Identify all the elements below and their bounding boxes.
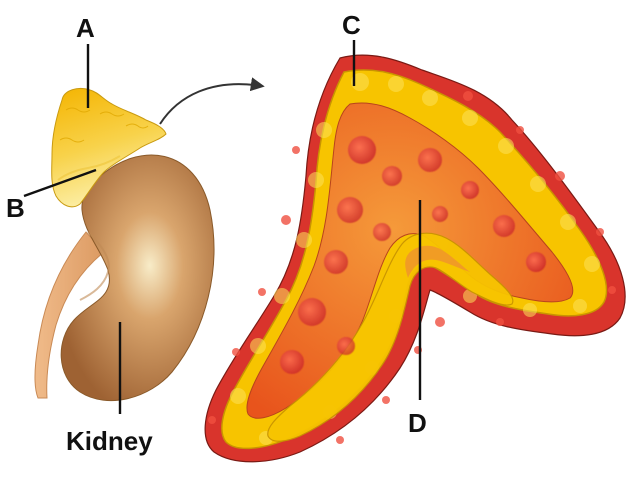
kidney-hilum	[79, 231, 110, 301]
label-c: C	[342, 10, 361, 40]
leader-lines	[23, 40, 422, 414]
adrenal-gland-section	[204, 54, 626, 463]
label-a: A	[76, 13, 95, 43]
label-kidney: Kidney	[66, 426, 153, 456]
leader-line-b	[23, 168, 97, 198]
gland-medulla	[246, 102, 574, 419]
medulla-cells	[280, 136, 546, 374]
label-d: D	[408, 408, 427, 438]
zoom-arrow	[159, 77, 265, 125]
label-b: B	[6, 193, 25, 223]
kidney-illustration	[34, 87, 215, 402]
gland-central-fold	[267, 232, 514, 442]
gland-central-fold-inner	[405, 245, 470, 278]
adrenal-cap-layer	[57, 155, 121, 181]
